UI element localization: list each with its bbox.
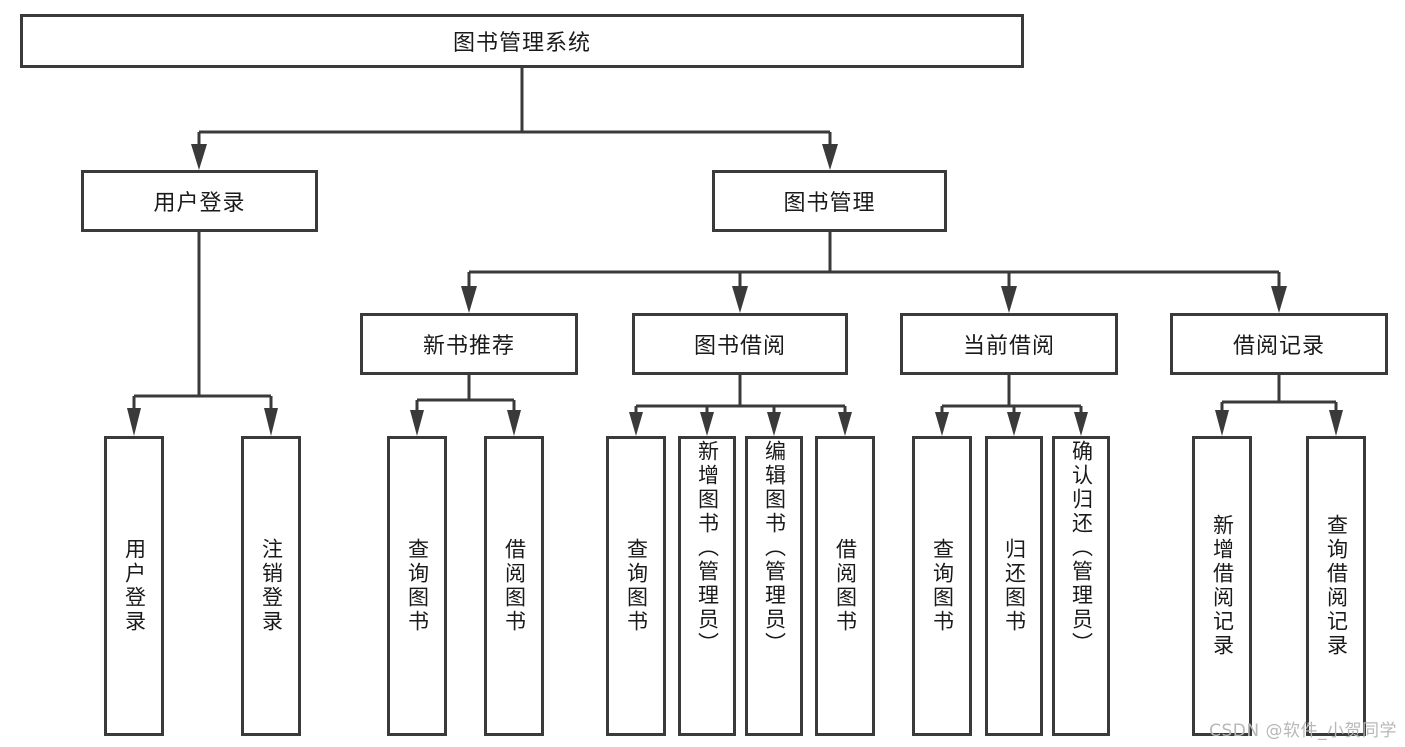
node-box-leaf-add-record[interactable]	[1192, 436, 1252, 736]
arrowhead-book-borrow-leaf-2	[700, 412, 714, 436]
arrowhead-book-borrow-leaf-3	[767, 412, 781, 436]
node-box-book-borrow[interactable]	[632, 313, 848, 375]
arrowhead-to-book-borrow	[732, 286, 748, 313]
node-box-leaf-query-book-2[interactable]	[606, 436, 666, 736]
node-box-leaf-query-book-3[interactable]	[912, 436, 972, 736]
node-box-leaf-logout[interactable]	[241, 436, 301, 736]
node-box-current-borrow[interactable]	[900, 313, 1118, 375]
node-box-leaf-query-book-1[interactable]	[387, 436, 447, 736]
arrowhead-borrow-record-leaf-2	[1329, 410, 1343, 436]
node-box-leaf-borrow-book-2[interactable]	[815, 436, 875, 736]
arrowhead-new-book-leaf-1	[410, 410, 424, 436]
arrowhead-current-borrow-leaf-1	[935, 412, 949, 436]
arrowhead-to-current-borrow	[1001, 286, 1017, 313]
arrowhead-to-new-book-recommend	[461, 286, 477, 313]
arrowhead-book-borrow-leaf-1	[629, 412, 643, 436]
arrowhead-root-to-book-manage	[822, 144, 838, 170]
node-box-leaf-confirm-return[interactable]	[1052, 436, 1110, 736]
arrowhead-current-borrow-leaf-2	[1007, 412, 1021, 436]
arrowhead-user-login-leaf-1	[127, 408, 141, 436]
node-box-leaf-edit-book[interactable]	[745, 436, 803, 736]
node-box-leaf-user-login[interactable]	[104, 436, 164, 736]
arrowhead-user-login-leaf-2	[264, 408, 278, 436]
node-box-leaf-query-record[interactable]	[1306, 436, 1366, 736]
arrowhead-borrow-record-leaf-1	[1215, 410, 1229, 436]
node-box-leaf-borrow-book-1[interactable]	[484, 436, 544, 736]
arrowhead-current-borrow-leaf-3	[1074, 412, 1088, 436]
node-box-leaf-return-book[interactable]	[985, 436, 1043, 736]
node-box-user-login[interactable]	[81, 170, 318, 232]
arrowhead-book-borrow-leaf-4	[838, 412, 852, 436]
node-box-new-book-recommend[interactable]	[360, 313, 578, 375]
node-box-root[interactable]	[20, 14, 1024, 68]
node-box-borrow-record[interactable]	[1170, 313, 1388, 375]
node-box-book-manage[interactable]	[712, 170, 947, 232]
node-box-leaf-add-book[interactable]	[678, 436, 736, 736]
arrowhead-to-borrow-record	[1271, 286, 1287, 313]
arrowhead-new-book-leaf-2	[507, 410, 521, 436]
arrowhead-root-to-user-login	[191, 144, 207, 170]
